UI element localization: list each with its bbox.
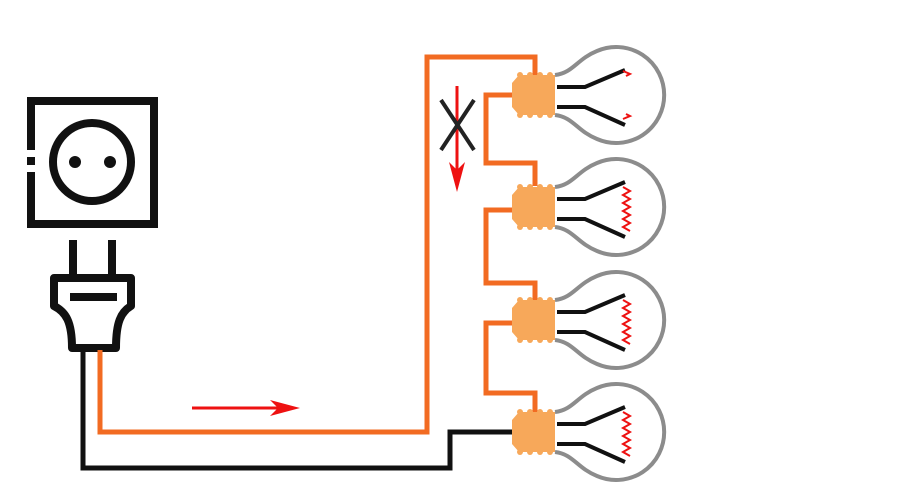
bulb-base: [512, 184, 555, 230]
wall-socket-icon: [27, 97, 158, 228]
plug-body: [50, 274, 135, 352]
neutral-wire: [80, 350, 515, 471]
light-bulb-icon: [512, 382, 667, 482]
plug-prong-right: [108, 240, 116, 276]
current-flow-arrow: [192, 400, 300, 416]
blocked-current-arrow: [449, 86, 465, 192]
plug-slot: [70, 293, 117, 301]
series-link-2-3: [483, 207, 538, 300]
socket-ground-tab: [27, 157, 35, 165]
plug-icon: [50, 240, 135, 352]
light-bulb-icon: [512, 270, 667, 370]
x-mark-icon: [439, 98, 476, 152]
bulb-glass: [554, 270, 667, 370]
filament-broken: [622, 70, 633, 120]
bulb-lead-wires: [557, 293, 626, 352]
bulb-lead-wires: [557, 68, 626, 127]
socket-hole-right: [104, 156, 116, 168]
bulb-glass: [554, 157, 667, 257]
socket-frame: [27, 97, 158, 228]
light-bulb-icon: [512, 157, 667, 257]
bulb-base: [512, 409, 555, 455]
filament-intact: [620, 299, 633, 345]
bulb-glass: [554, 45, 667, 145]
filament-intact: [620, 411, 633, 457]
series-link-3-4: [483, 320, 538, 412]
bulb-glass: [554, 382, 667, 482]
plug-prong-left: [69, 240, 77, 276]
live-wire: [97, 54, 538, 435]
filament-intact: [620, 186, 633, 232]
bulb-base: [512, 297, 555, 343]
bulb-base: [512, 72, 555, 118]
socket-face: [49, 119, 135, 205]
series-link-1-2: [483, 92, 538, 186]
socket-hole-left: [69, 156, 81, 168]
light-bulb-icon: [512, 45, 667, 145]
bulb-lead-wires: [557, 180, 626, 239]
bulb-lead-wires: [557, 405, 626, 464]
